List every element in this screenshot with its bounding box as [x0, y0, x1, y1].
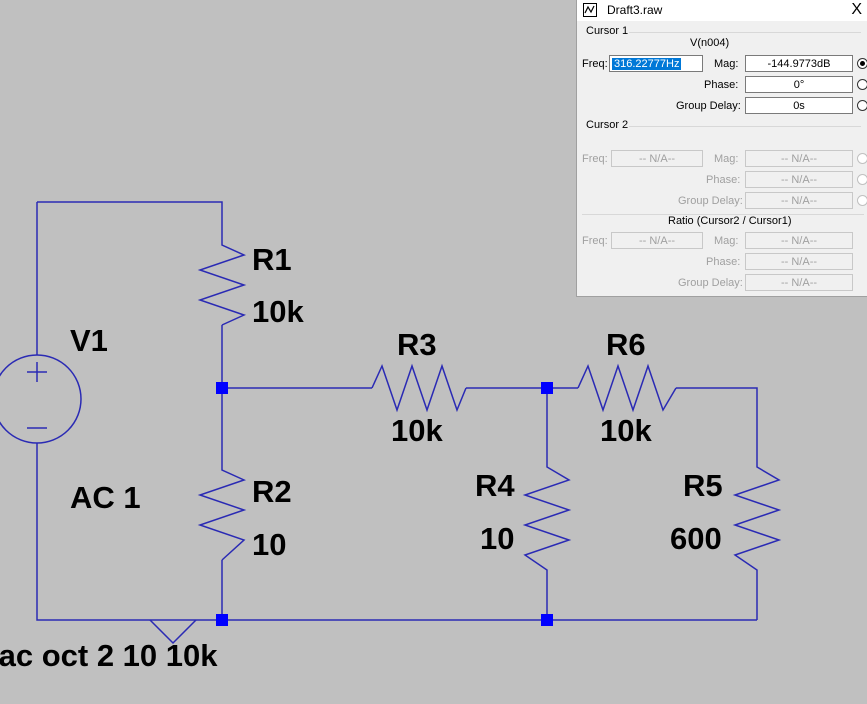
cursor2-phase-radio[interactable]	[857, 174, 867, 185]
spice-directive[interactable]: .ac oct 2 10 10k	[0, 638, 218, 673]
ratio-group-delay-field[interactable]: -- N/A--	[745, 274, 853, 291]
resistor-r6-symbol	[577, 363, 677, 413]
r2-value: 10	[252, 527, 287, 562]
resistor-r5-symbol	[732, 462, 782, 585]
cursor2-phase-field[interactable]: -- N/A--	[745, 171, 853, 188]
cursor2-group-label: Cursor 2	[586, 119, 629, 131]
r3-value: 10k	[391, 413, 443, 448]
waveform-app-icon	[583, 3, 597, 17]
cursor1-mag-field[interactable]: -144.9773dB	[745, 55, 853, 72]
junction-node	[541, 382, 553, 394]
ratio-phase-label: Phase:	[706, 256, 741, 268]
v1-name: V1	[70, 323, 108, 358]
resistor-r1-symbol	[197, 240, 247, 326]
junction-node	[216, 614, 228, 626]
cursor1-group-delay-radio[interactable]	[857, 100, 867, 111]
resistor-r3-symbol	[371, 363, 467, 413]
ratio-freq-field[interactable]: -- N/A--	[611, 232, 703, 249]
cursor1-phase-radio[interactable]	[857, 79, 867, 90]
v1-value: AC 1	[70, 480, 141, 515]
r5-name: R5	[683, 468, 723, 503]
plus-icon	[27, 362, 47, 382]
cursor1-trace-name: V(n004)	[690, 37, 730, 49]
cursor1-mag-radio[interactable]	[857, 58, 867, 69]
cursor2-group-delay-field[interactable]: -- N/A--	[745, 192, 853, 209]
r1-value: 10k	[252, 294, 304, 329]
ratio-group-delay-label: Group Delay:	[678, 277, 743, 289]
ratio-freq-label: Freq:	[582, 235, 608, 247]
ground-icon	[149, 619, 197, 645]
divider	[629, 32, 861, 33]
junction-node	[216, 382, 228, 394]
ratio-phase-field[interactable]: -- N/A--	[745, 253, 853, 270]
r2-name: R2	[252, 474, 292, 509]
ratio-mag-label: Mag:	[714, 235, 739, 247]
cursor1-mag-label: Mag:	[714, 58, 739, 70]
cursor2-mag-field[interactable]: -- N/A--	[745, 150, 853, 167]
cursor2-group-delay-label: Group Delay:	[678, 195, 743, 207]
resistor-r4-symbol	[522, 462, 572, 585]
cursor1-freq-label: Freq:	[582, 58, 608, 70]
r1-name: R1	[252, 242, 292, 277]
r5-value: 600	[670, 521, 722, 556]
close-icon[interactable]: X	[851, 1, 862, 18]
wire-top-left	[37, 201, 223, 240]
divider	[582, 214, 864, 215]
window-title: Draft3.raw	[607, 3, 663, 17]
divider	[629, 126, 861, 127]
cursor1-freq-field[interactable]: 316.22777Hz	[609, 55, 703, 72]
cursor2-mag-label: Mag:	[714, 153, 739, 165]
r3-name: R3	[397, 327, 437, 362]
r4-value: 10	[480, 521, 515, 556]
junction-node	[541, 614, 553, 626]
r6-value: 10k	[600, 413, 652, 448]
cursor1-group-label: Cursor 1	[586, 25, 629, 37]
cursor2-group-delay-radio[interactable]	[857, 195, 867, 206]
r4-name: R4	[475, 468, 515, 503]
wire-r6-to-r5	[676, 387, 758, 462]
ratio-group-label: Ratio (Cursor2 / Cursor1)	[666, 215, 794, 227]
cursor-window: Draft3.raw X Cursor 1 V(n004) Freq: 316.…	[576, 0, 867, 297]
voltage-source-v1-symbol	[0, 354, 82, 444]
cursor1-group-delay-field[interactable]: 0s	[745, 97, 853, 114]
window-titlebar[interactable]: Draft3.raw X	[577, 0, 867, 21]
cursor2-mag-radio[interactable]	[857, 153, 867, 164]
cursor2-freq-label: Freq:	[582, 153, 608, 165]
cursor1-freq-value: 316.22777Hz	[612, 58, 682, 70]
ratio-mag-field[interactable]: -- N/A--	[745, 232, 853, 249]
resistor-r2-symbol	[197, 465, 247, 561]
cursor2-freq-field[interactable]: -- N/A--	[611, 150, 703, 167]
cursor1-phase-label: Phase:	[704, 79, 739, 91]
cursor1-group-delay-label: Group Delay:	[676, 100, 741, 112]
wire-v1-bottom	[36, 443, 757, 621]
r6-name: R6	[606, 327, 646, 362]
cursor2-phase-label: Phase:	[706, 174, 741, 186]
cursor1-phase-field[interactable]: 0°	[745, 76, 853, 93]
